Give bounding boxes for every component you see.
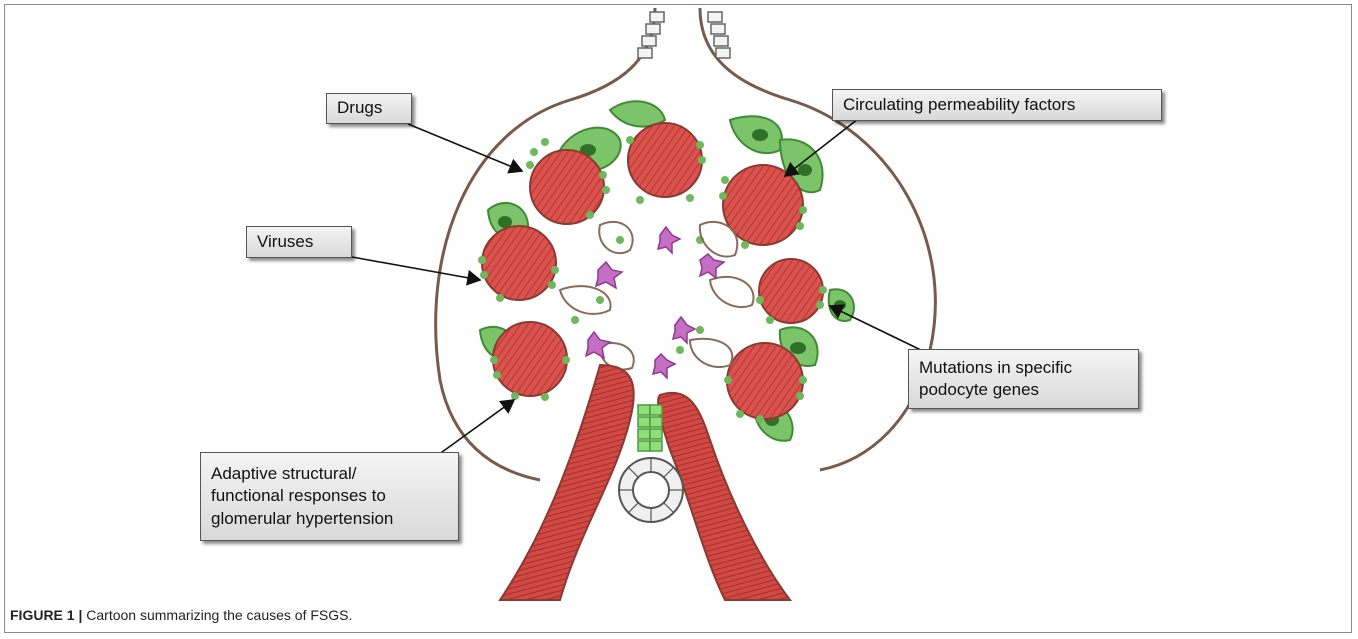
label-drugs: Drugs	[326, 93, 412, 124]
mesangial-cells	[586, 227, 724, 378]
label-viruses: Viruses	[246, 226, 352, 258]
label-mutations-line1: Mutations in specific	[919, 357, 1072, 379]
arrow-viruses	[352, 257, 480, 280]
label-adaptive-line2: functional responses to	[211, 485, 386, 507]
label-adaptive-line3: glomerular hypertension	[211, 508, 393, 530]
caption-prefix: FIGURE 1 |	[10, 607, 82, 623]
tubule-ring	[619, 458, 683, 522]
label-mutations-line2: podocyte genes	[919, 379, 1039, 401]
afferent-arteriole	[500, 365, 634, 600]
label-mutations: Mutations in specific podocyte genes	[908, 349, 1139, 409]
label-circulating-permeability-factors: Circulating permeability factors	[832, 89, 1162, 121]
label-adaptive-line1: Adaptive structural/	[211, 463, 357, 485]
label-adaptive-responses: Adaptive structural/ functional response…	[200, 452, 459, 541]
jg-cells	[638, 405, 662, 451]
arrow-mutations	[830, 306, 925, 352]
arrow-drugs	[408, 124, 522, 171]
caption-text: Cartoon summarizing the causes of FSGS.	[82, 607, 352, 623]
figure-caption: FIGURE 1 | Cartoon summarizing the cause…	[10, 607, 352, 623]
